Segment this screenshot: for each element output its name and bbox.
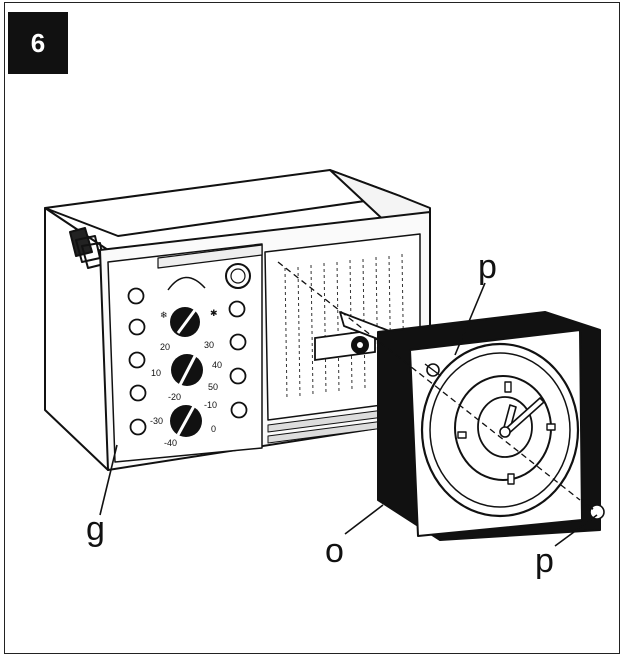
figure-frame [4,2,620,654]
step-number-badge: 6 [8,12,68,74]
svg-text:✱: ✱ [210,308,218,318]
dial-lower-tick-1: -20 [168,392,181,402]
dial-upper-tick-1: 20 [160,342,170,352]
dial-upper-tick-3: 10 [151,368,161,378]
temperature-dial-lower: -20 -10 -30 0 -40 [150,392,217,448]
callout-o: o [325,532,344,570]
dial-upper-tick-2: 30 [204,340,214,350]
dial-lower-tick-5: -40 [164,438,177,448]
dial-lower-tick-3: -30 [150,416,163,426]
dial-lower-tick-4: 0 [211,424,216,434]
right-socket-column [228,300,248,419]
dial-lower-tick-2: -10 [204,400,217,410]
timer-clock [339,311,605,541]
svg-text:❄: ❄ [160,310,168,320]
callout-p-top: p [478,248,497,286]
callout-p-bottom: p [535,542,554,580]
mode-selector-knob: ❄ ✱ [160,276,218,337]
left-socket-column [127,287,147,436]
control-unit [44,169,431,471]
callout-leaders [99,282,598,547]
dial-upper-tick-5: 50 [208,382,218,392]
callout-g: g [86,510,105,548]
window-grid [284,253,405,401]
temperature-dial-upper: 20 30 10 40 50 [151,340,222,392]
dial-upper-tick-4: 40 [212,360,222,370]
alignment-line [277,261,581,501]
